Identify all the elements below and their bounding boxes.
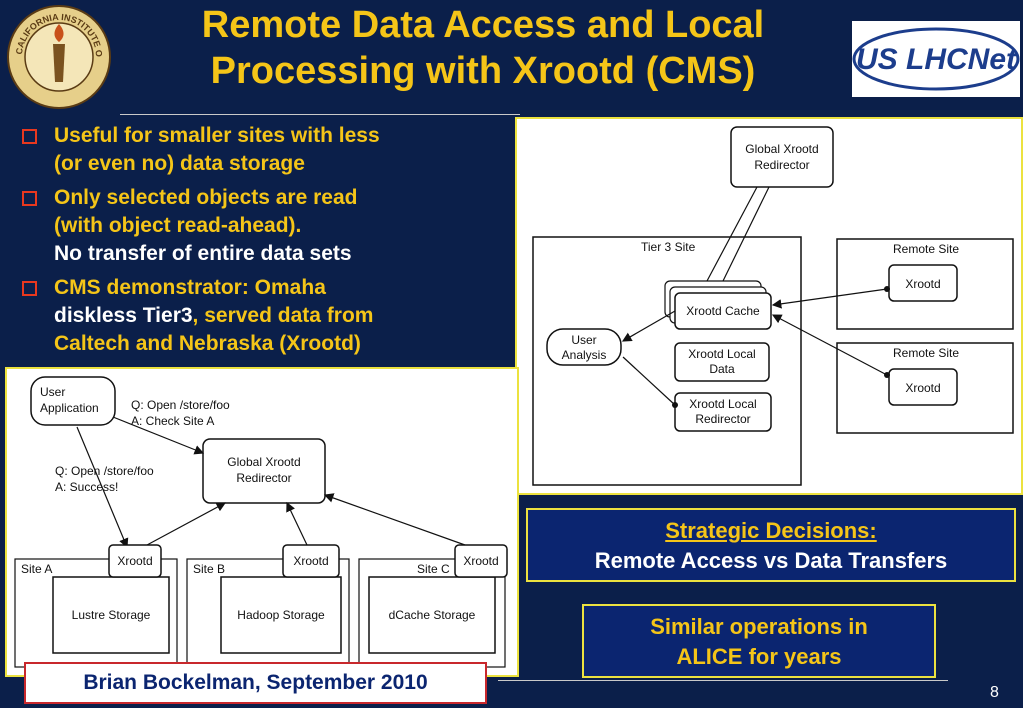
title-line-1: Remote Data Access and Local — [201, 4, 765, 46]
page-number: 8 — [990, 684, 999, 701]
svg-text:Xrootd: Xrootd — [293, 554, 328, 568]
bullet-item: Only selected objects are read (with obj… — [16, 184, 510, 268]
svg-text:User: User — [571, 333, 596, 347]
svg-text:Site C: Site C — [417, 562, 450, 576]
svg-text:Hadoop Storage: Hadoop Storage — [237, 608, 325, 622]
global-redirector-box — [202, 438, 326, 504]
svg-text:Site A: Site A — [21, 562, 52, 576]
svg-text:Q: Open /store/foo: Q: Open /store/foo — [55, 464, 154, 478]
logo-text: US LHCNet — [856, 43, 1018, 76]
lustre-storage-box — [52, 576, 170, 654]
bullet-marker-icon — [22, 191, 37, 206]
site-b-xrootd-box — [282, 544, 340, 578]
bullet-marker-icon — [22, 129, 37, 144]
svg-text:Redirector: Redirector — [754, 158, 809, 172]
title-line-2: Processing with Xrootd (CMS) — [210, 50, 756, 92]
bullet-marker-icon — [22, 281, 37, 296]
svg-text:A: Check Site A: A: Check Site A — [131, 414, 214, 428]
svg-text:Analysis: Analysis — [562, 348, 607, 362]
svg-text:User: User — [40, 385, 65, 399]
hadoop-storage-box — [220, 576, 342, 654]
bullet-item: CMS demonstrator: Omaha diskless Tier3, … — [16, 274, 510, 358]
slide-title: Remote Data Access and Local Processing … — [118, 2, 848, 94]
remote-xrootd-box — [888, 264, 958, 302]
us-lhcnet-logo: US LHCNet — [852, 21, 1020, 97]
svg-text:Data: Data — [709, 362, 735, 376]
svg-text:A: Success!: A: Success! — [55, 480, 118, 494]
site-a-xrootd-box — [108, 544, 162, 578]
caltech-seal: CALIFORNIA INSTITUTE OF TECHNOLOGY 1891 — [2, 0, 112, 110]
bullet-item: Useful for smaller sites with less (or e… — [16, 122, 510, 178]
svg-text:Xrootd Local: Xrootd Local — [689, 397, 756, 411]
global-redirector-diagram: User Application Q: Open /store/foo A: C… — [5, 367, 519, 677]
tier3-label: Tier 3 Site — [641, 240, 696, 254]
svg-text:Redirector: Redirector — [236, 471, 291, 485]
title-rule — [120, 114, 520, 115]
svg-text:Remote Site: Remote Site — [893, 346, 959, 360]
user-application-node — [30, 376, 116, 426]
user-analysis-node — [546, 328, 622, 366]
svg-text:Xrootd: Xrootd — [117, 554, 152, 568]
strategic-text: Remote Access vs Data Transfers — [594, 548, 948, 573]
svg-text:Xrootd: Xrootd — [463, 554, 498, 568]
svg-text:Global Xrootd: Global Xrootd — [227, 455, 300, 469]
dcache-storage-box — [368, 576, 496, 654]
tier3-diagram: Global Xrootd Redirector Tier 3 Site Use… — [515, 117, 1023, 495]
strategic-decisions-box: Strategic Decisions: Remote Access vs Da… — [526, 508, 1016, 582]
remote-xrootd-box — [888, 368, 958, 406]
similar-operations-box: Similar operations in ALICE for years — [582, 604, 936, 678]
site-c-xrootd-box — [454, 544, 508, 578]
bullet-list: Useful for smaller sites with less (or e… — [16, 122, 510, 364]
svg-text:Xrootd: Xrootd — [905, 277, 940, 291]
svg-text:Redirector: Redirector — [695, 412, 750, 426]
xrootd-local-redirector-box — [674, 392, 772, 432]
svg-text:Xrootd Cache: Xrootd Cache — [686, 304, 760, 318]
author-credit: Brian Bockelman, September 2010 — [24, 662, 487, 704]
global-redirector-box — [730, 126, 834, 188]
svg-text:Remote Site: Remote Site — [893, 242, 959, 256]
strategic-heading: Strategic Decisions: — [665, 518, 877, 543]
svg-text:Xrootd: Xrootd — [905, 381, 940, 395]
svg-text:Global Xrootd: Global Xrootd — [745, 142, 818, 156]
svg-text:Lustre Storage: Lustre Storage — [72, 608, 151, 622]
svg-text:Q: Open /store/foo: Q: Open /store/foo — [131, 398, 230, 412]
svg-text:Application: Application — [40, 401, 99, 415]
svg-text:Site B: Site B — [193, 562, 225, 576]
svg-text:dCache Storage: dCache Storage — [389, 608, 476, 622]
footer-rule — [498, 680, 948, 681]
svg-text:Xrootd Local: Xrootd Local — [688, 347, 755, 361]
xrootd-local-data-box — [674, 342, 770, 382]
